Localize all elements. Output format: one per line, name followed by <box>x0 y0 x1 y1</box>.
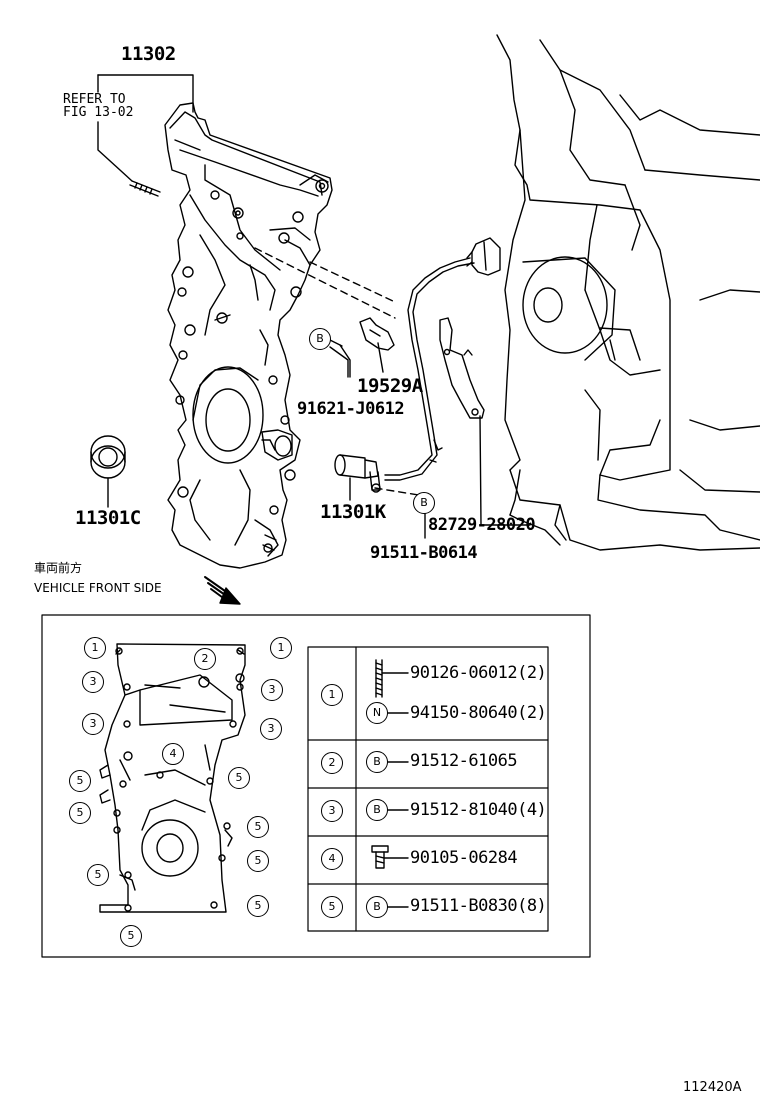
hex-bolt-icon <box>371 845 409 869</box>
stud-bolt <box>129 180 161 197</box>
b-callout-bolt-91621: B <box>309 328 331 350</box>
crankshaft-seal-bore <box>192 366 293 464</box>
oil-seal <box>90 435 126 508</box>
table-row1-symbol-n: N <box>366 702 388 724</box>
vehicle-front-arrow-icon <box>204 576 241 605</box>
callout-5-e: 5 <box>247 850 269 872</box>
sensor-wire-harness <box>384 237 501 526</box>
callout-5-f: 5 <box>87 864 109 886</box>
table-row3-symbol-b: B <box>366 799 388 821</box>
callout-5-b: 5 <box>228 767 250 789</box>
callout-4: 4 <box>162 743 184 765</box>
callout-3-mid-left: 3 <box>82 713 104 735</box>
bracket-19529a <box>329 317 395 378</box>
table-key-5: 5 <box>321 896 343 918</box>
parts-table-grid <box>307 646 549 932</box>
vehicle-front-note-en: VEHICLE FRONT SIDE <box>34 581 162 595</box>
figure-id: 112420A <box>683 1080 742 1095</box>
table-row3-part: 91512-81040(4) <box>410 800 547 820</box>
table-row4-part: 90105-06284 <box>410 848 518 868</box>
label-11302: 11302 <box>121 43 176 65</box>
refer-note-line1: REFER TO <box>63 92 126 107</box>
callout-3-top-right: 3 <box>261 679 283 701</box>
cover-bolt-bosses <box>175 179 329 553</box>
detail-frame <box>41 614 591 958</box>
table-row2-symbol-b: B <box>366 751 388 773</box>
table-row1-part2: 94150-80640(2) <box>410 703 547 723</box>
callout-5-d: 5 <box>247 816 269 838</box>
callout-1-left: 1 <box>84 637 106 659</box>
label-11301c: 11301C <box>75 507 141 529</box>
callout-3-top-left: 3 <box>82 671 104 693</box>
leader-lines-top <box>97 74 194 182</box>
table-row2-part: 91512-61065 <box>410 751 518 771</box>
label-11301k: 11301K <box>320 501 386 523</box>
label-19529a: 19529A <box>357 375 423 397</box>
crank-position-sensor <box>334 454 381 501</box>
table-key-1: 1 <box>321 684 343 706</box>
water-pump-boss <box>522 256 641 361</box>
cover-bolt-layout <box>99 643 246 913</box>
refer-note-line2: FIG 13-02 <box>63 105 134 120</box>
table-key-2: 2 <box>321 752 343 774</box>
callout-3-mid-right: 3 <box>260 718 282 740</box>
table-row5-part: 91511-B0830(8) <box>410 896 547 916</box>
label-82729-28020: 82729-28020 <box>428 515 536 535</box>
table-key-4: 4 <box>321 848 343 870</box>
table-key-3: 3 <box>321 800 343 822</box>
label-91621-j0612: 91621-J0612 <box>297 399 405 419</box>
table-row5-symbol-b: B <box>366 896 388 918</box>
vehicle-front-note-jp: 車両前方 <box>34 561 83 575</box>
callout-5-g: 5 <box>247 895 269 917</box>
engine-block-outline <box>496 34 760 551</box>
table-leaders <box>387 712 409 908</box>
label-91511-b0614: 91511-B0614 <box>370 543 478 563</box>
callout-1-right: 1 <box>270 637 292 659</box>
callout-5-a: 5 <box>69 770 91 792</box>
callout-5-c: 5 <box>69 802 91 824</box>
callout-5-h: 5 <box>120 925 142 947</box>
b-callout-leaders <box>329 346 531 539</box>
table-row1-part1: 90126-06012(2) <box>410 663 547 683</box>
b-callout-bolt-91511: B <box>413 492 435 514</box>
stud-bolt-icon <box>375 659 409 698</box>
callout-2: 2 <box>194 648 216 670</box>
